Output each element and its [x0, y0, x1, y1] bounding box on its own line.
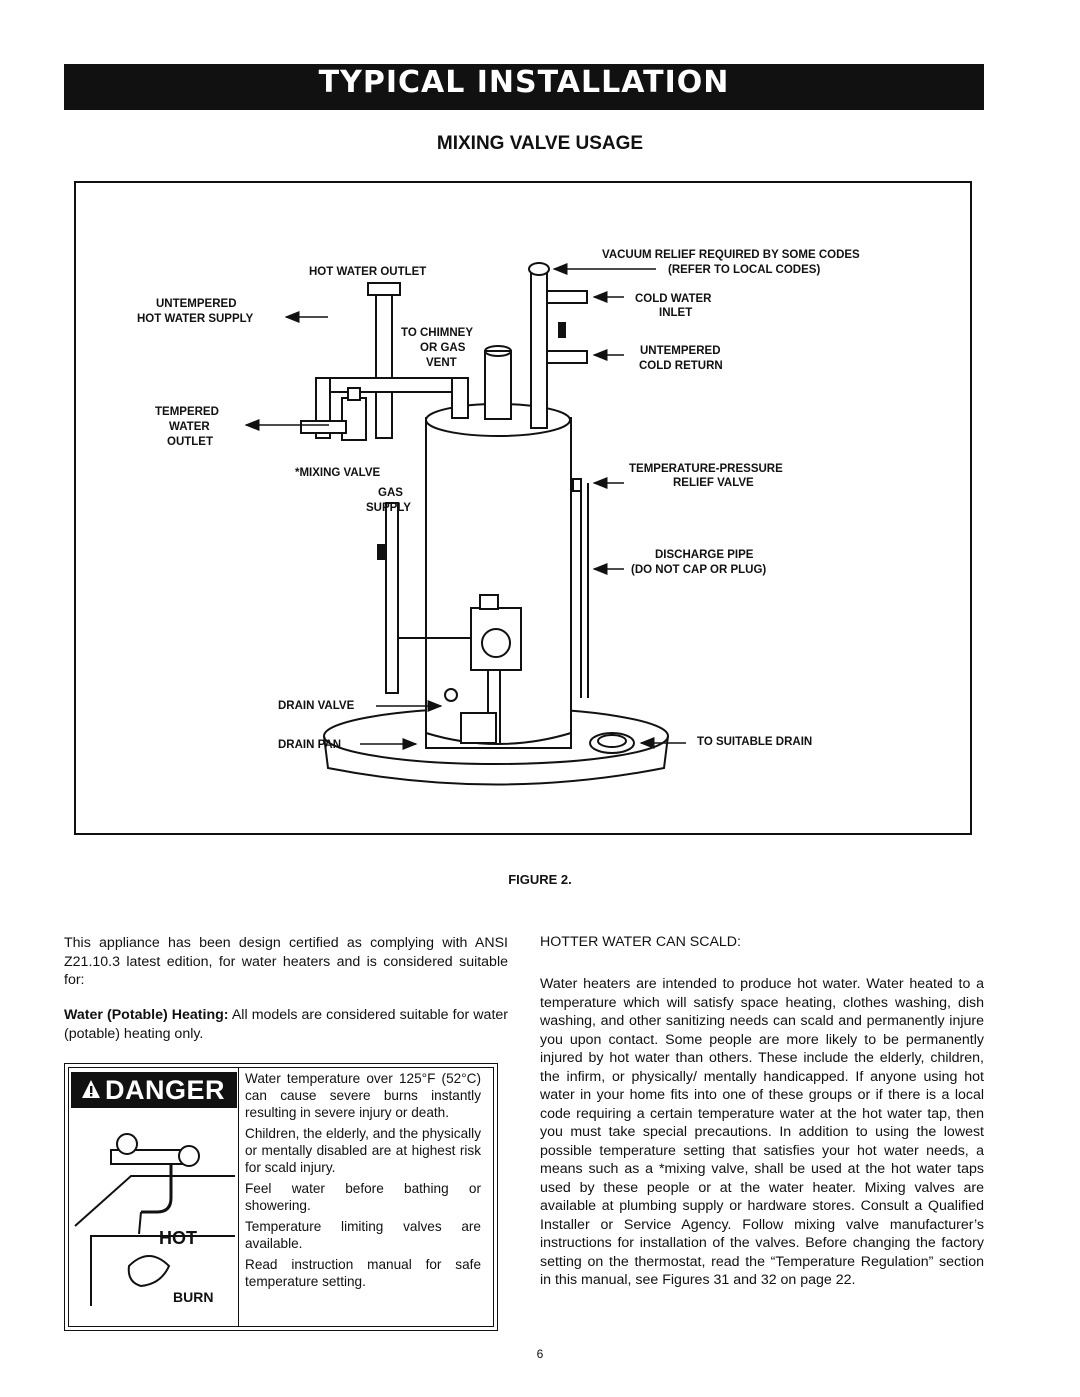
- label-to-chimney-2: OR GAS: [420, 342, 466, 354]
- label-mixing-valve: *MIXING VALVE: [295, 467, 381, 479]
- scald-heading: HOTTER WATER CAN SCALD:: [540, 934, 741, 950]
- label-cold-water-1: COLD WATER: [635, 293, 712, 305]
- danger-message: Temperature limiting valves are availabl…: [245, 1219, 481, 1251]
- label-to-chimney-3: VENT: [426, 357, 457, 369]
- figure-caption: FIGURE 2.: [508, 872, 572, 887]
- banner-rule: [64, 108, 984, 110]
- label-untempered-cold-2: COLD RETURN: [639, 360, 723, 372]
- danger-message: Feel water before bathing or showering.: [245, 1181, 481, 1213]
- section-title: MIXING VALVE USAGE: [436, 133, 644, 154]
- banner-title: TYPICAL INSTALLATION: [318, 65, 730, 100]
- water-heater-diagram: HOT WATER OUTLET UNTEMPERED HOT WATER SU…: [137, 249, 860, 786]
- figure-frame: HOT WATER OUTLET UNTEMPERED HOT WATER SU…: [74, 181, 972, 835]
- label-cold-water-2: INLET: [659, 307, 692, 319]
- warning-triangle-icon: [82, 1080, 100, 1098]
- label-to-chimney-1: TO CHIMNEY: [401, 327, 473, 339]
- label-tp-relief-2: RELIEF VALVE: [673, 477, 754, 489]
- title-banner: TYPICAL INSTALLATION: [64, 64, 984, 108]
- danger-message: Water temperature over 125°F (52°C) can …: [245, 1071, 481, 1120]
- hot-water-burn-icon: HOT BURN: [74, 1133, 235, 1306]
- label-hot-water-outlet: HOT WATER OUTLET: [309, 266, 426, 278]
- label-gas-supply-1: GAS: [378, 487, 403, 499]
- potable-lead: Water (Potable) Heating:: [64, 1007, 229, 1023]
- label-vacuum-relief-2: (REFER TO LOCAL CODES): [668, 264, 820, 276]
- danger-signal-word: DANGER: [105, 1075, 226, 1105]
- label-discharge-1: DISCHARGE PIPE: [655, 549, 754, 561]
- danger-inner-border: [68, 1067, 494, 1327]
- potable-text: All models are considered suitable for w…: [64, 1007, 508, 1042]
- scald-paragraph: Water heaters are intended to produce ho…: [540, 976, 984, 1288]
- label-untempered-cold-1: UNTEMPERED: [640, 345, 721, 357]
- label-untempered-hot-1: UNTEMPERED: [156, 298, 237, 310]
- danger-label: DANGER HOT BURN Water temperature over 1…: [64, 1063, 498, 1331]
- label-to-drain: TO SUITABLE DRAIN: [697, 736, 812, 748]
- certification-paragraph: This appliance has been design certified…: [64, 935, 508, 988]
- page-number: 6: [536, 1347, 544, 1361]
- label-gas-supply-2: SUPPLY: [366, 502, 411, 514]
- danger-message-list: Water temperature over 125°F (52°C) can …: [245, 1070, 481, 1294]
- label-discharge-2: (DO NOT CAP OR PLUG): [631, 564, 766, 576]
- label-tempered-2: WATER: [169, 421, 210, 433]
- danger-divider: [238, 1067, 239, 1327]
- art-burn-text: BURN: [173, 1289, 213, 1305]
- art-hot-text: HOT: [159, 1228, 197, 1248]
- label-untempered-hot-2: HOT WATER SUPPLY: [137, 313, 254, 325]
- vent-pipe: [484, 350, 512, 420]
- label-tp-relief-1: TEMPERATURE-PRESSURE: [629, 463, 783, 475]
- danger-header: DANGER: [71, 1072, 237, 1108]
- label-drain-pan: DRAIN PAN: [278, 739, 341, 751]
- label-drain-valve: DRAIN VALVE: [278, 700, 355, 712]
- label-tempered-3: OUTLET: [167, 436, 213, 448]
- danger-message: Children, the elderly, and the physicall…: [245, 1126, 481, 1175]
- label-tempered-1: TEMPERED: [155, 406, 219, 418]
- danger-message: Read instruction manual for safe tempera…: [245, 1257, 481, 1289]
- potable-paragraph: Water (Potable) Heating: All models are …: [64, 1006, 508, 1043]
- label-vacuum-relief-1: VACUUM RELIEF REQUIRED BY SOME CODES: [602, 249, 860, 261]
